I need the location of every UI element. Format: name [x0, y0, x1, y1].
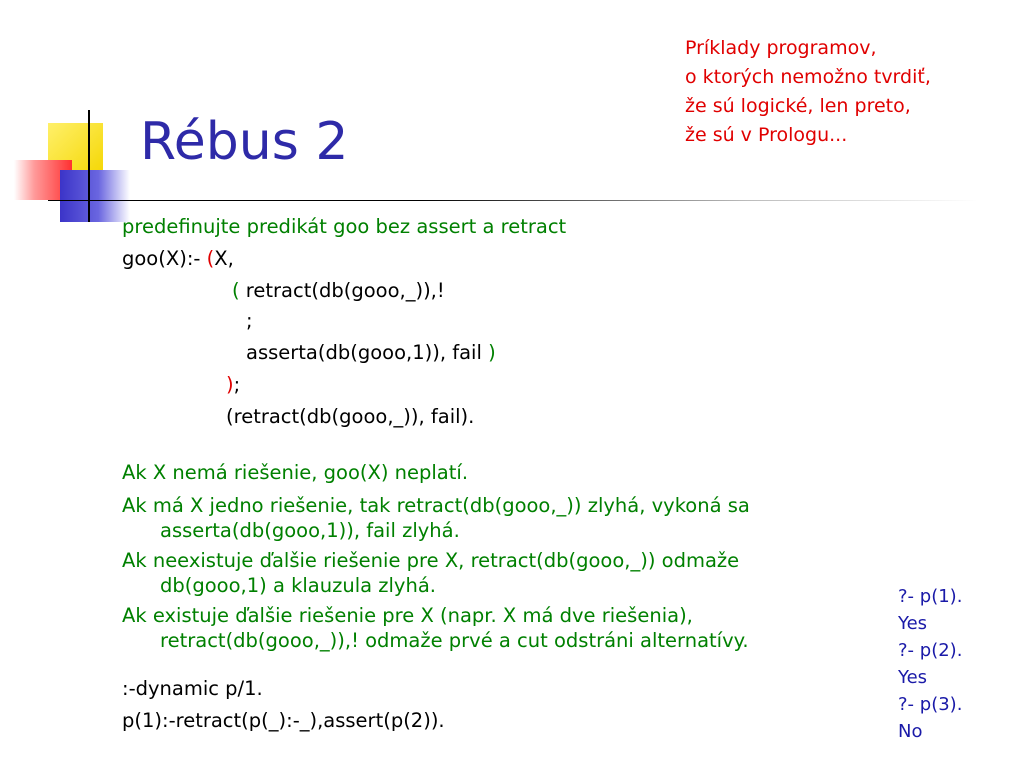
code-line-6: (retract(db(gooo,_)), fail).: [226, 405, 475, 428]
code-line-2: ( retract(db(gooo,_)),!: [232, 278, 445, 304]
side-note: Príklady programov, o ktorých nemožno tv…: [685, 34, 931, 150]
query-line: ?- p(3).: [898, 694, 963, 715]
decor-blue-square: [60, 170, 130, 222]
code-line-1: goo(X):- (X,: [122, 246, 234, 272]
code-paren: ): [488, 341, 496, 364]
code-text: ;: [233, 373, 241, 396]
slide-title: Rébus 2: [140, 112, 349, 172]
code-text: goo(X):-: [122, 247, 207, 270]
code-line-3: ;: [246, 309, 253, 332]
note-line: o ktorých nemožno tvrdiť,: [685, 66, 931, 88]
bullet-line: Ak má X jedno riešenie, tak retract(db(g…: [122, 494, 750, 517]
title-underline: [48, 200, 978, 201]
query-output: ?- p(1). Yes ?- p(2). Yes ?- p(3). No: [898, 583, 962, 745]
bullet-continuation: asserta(db(gooo,1)), fail zlyhá.: [160, 519, 460, 542]
bullet-item: Ak existuje ďalšie riešenie pre X (napr.…: [122, 603, 882, 653]
bullet-continuation: db(gooo,1) a klauzula zlyhá.: [160, 574, 436, 597]
code-paren: (: [232, 279, 240, 302]
footer-code-line: :-dynamic p/1.: [122, 677, 263, 700]
note-line: že sú v Prologu...: [685, 124, 848, 146]
code-line-4: asserta(db(gooo,1)), fail ): [246, 340, 496, 366]
query-line: ?- p(2).: [898, 640, 963, 661]
bullet-line: Ak existuje ďalšie riešenie pre X (napr.…: [122, 604, 693, 627]
bullet-line: Ak X nemá riešenie, goo(X) neplatí.: [122, 461, 469, 484]
code-paren: ): [226, 373, 234, 396]
note-line: Príklady programov,: [685, 37, 877, 59]
intro-text: predefinujte predikát goo bez assert a r…: [122, 215, 567, 238]
bullet-item: Ak neexistuje ďalšie riešenie pre X, ret…: [122, 548, 882, 598]
query-line: Yes: [898, 613, 928, 634]
bullet-line: Ak neexistuje ďalšie riešenie pre X, ret…: [122, 549, 740, 572]
bullet-item: Ak má X jedno riešenie, tak retract(db(g…: [122, 493, 882, 543]
code-paren: (: [206, 247, 215, 270]
code-line-5: );: [226, 372, 240, 398]
note-line: že sú logické, len preto,: [685, 95, 911, 117]
query-line: No: [898, 721, 923, 742]
query-line: Yes: [898, 667, 928, 688]
bullet-continuation: retract(db(gooo,_)),! odmaže prvé a cut …: [160, 629, 749, 652]
code-text: retract(db(gooo,_)),!: [239, 279, 445, 302]
decor-vertical-line: [88, 110, 90, 222]
code-text: asserta(db(gooo,1)), fail: [246, 341, 489, 364]
bullet-item: Ak X nemá riešenie, goo(X) neplatí.: [122, 460, 882, 485]
query-line: ?- p(1).: [898, 586, 963, 607]
code-text: X,: [214, 247, 234, 270]
footer-code-line: p(1):-retract(p(_):-_),assert(p(2)).: [122, 709, 445, 732]
